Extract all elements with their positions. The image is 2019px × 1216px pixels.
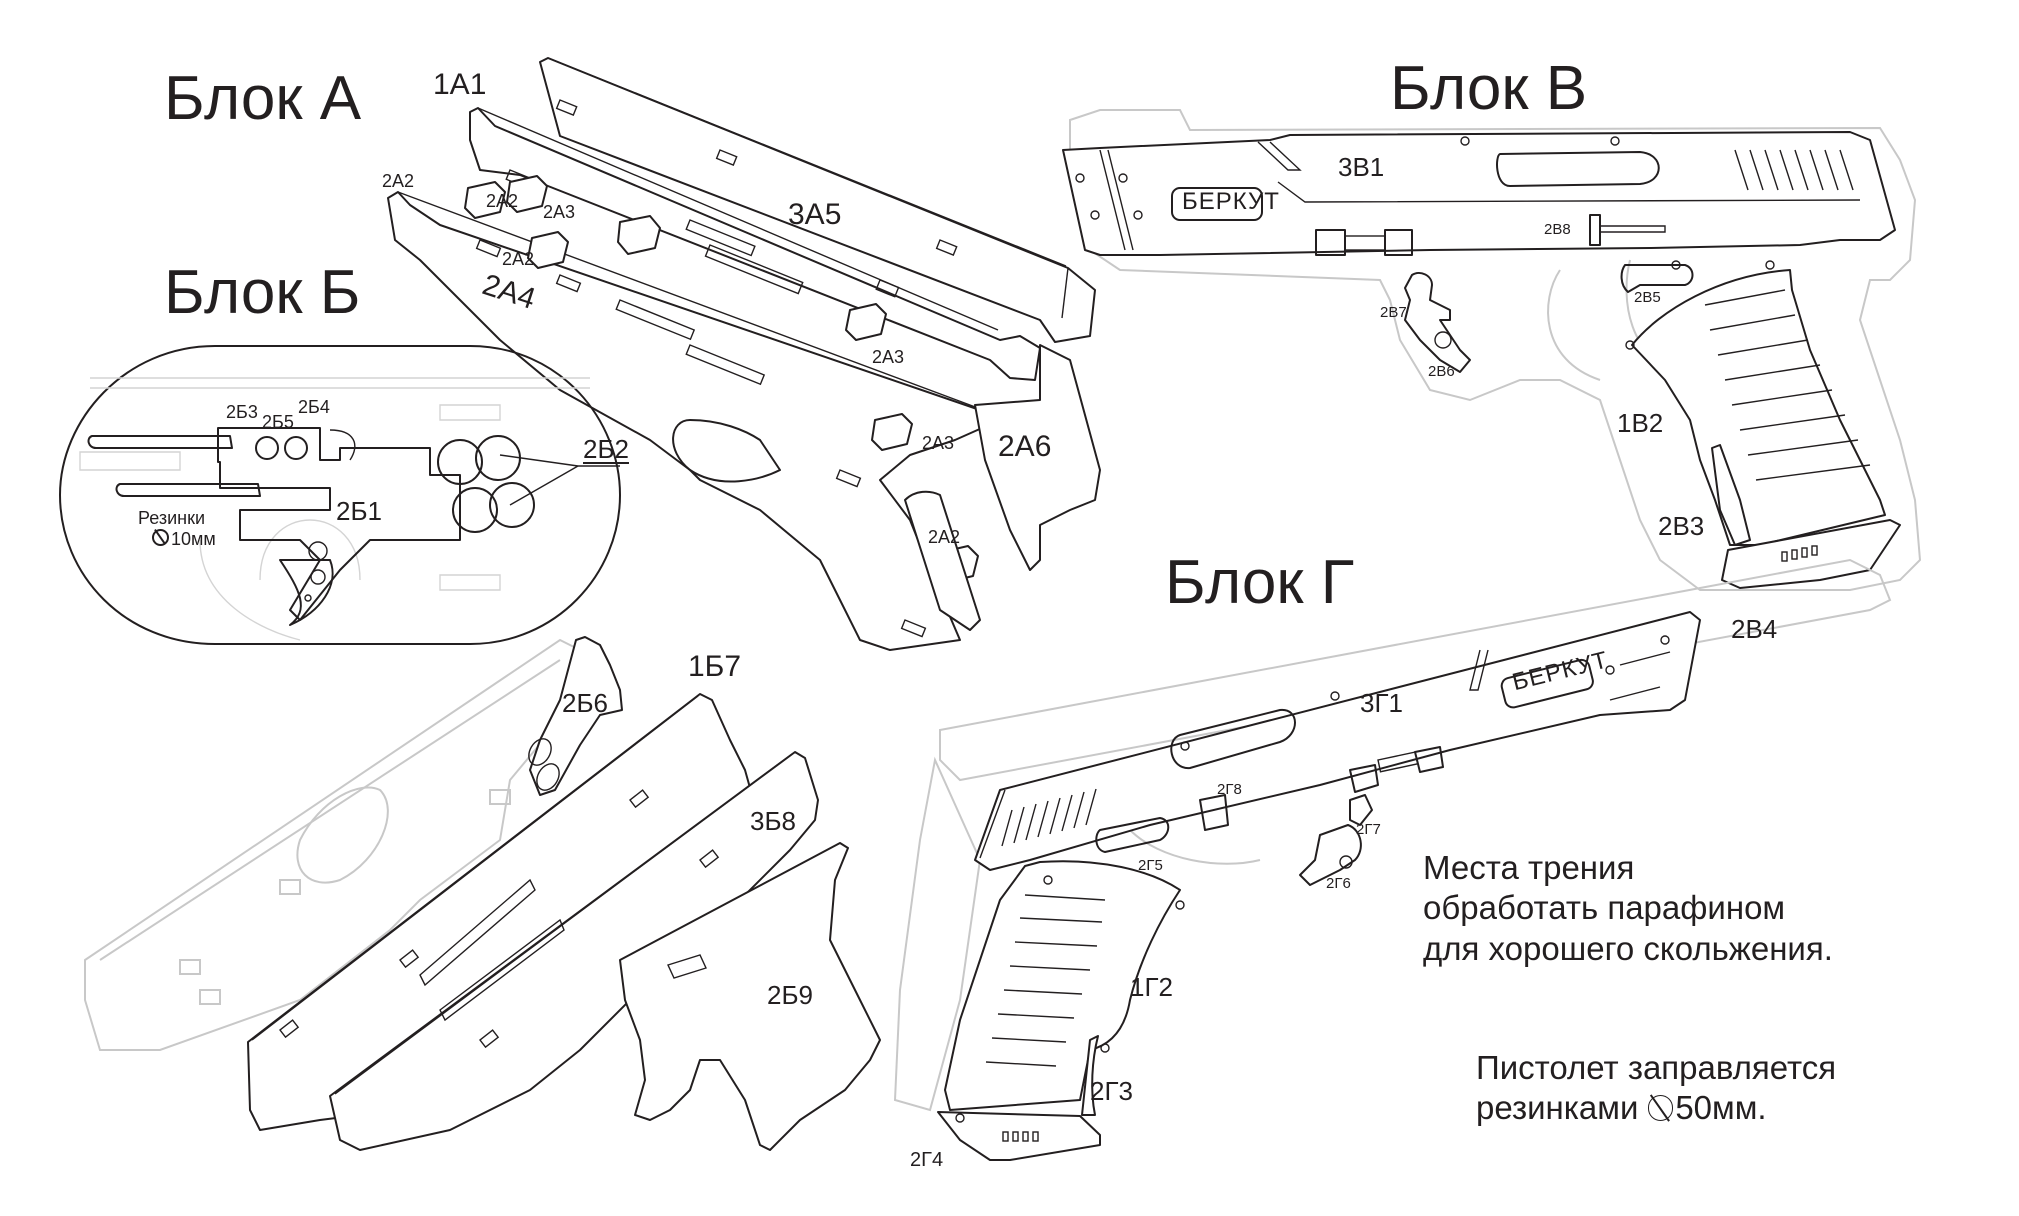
part-2b9-panel: [619, 842, 881, 1151]
grip-ribs-v: [1704, 289, 1871, 481]
part-label-2b5: 2Б5: [262, 412, 294, 432]
part-label-2a3: 2А3: [543, 202, 576, 222]
part-label-3b8: 3Б8: [750, 806, 796, 836]
block-b-drawing: [84, 636, 881, 1151]
part-label-2v7: 2В7: [1380, 304, 1407, 321]
slide-serrations-v: [1734, 149, 1854, 191]
rubber-band-note-line2: 10мм: [138, 528, 216, 550]
part-label-2g4: 2Г4: [910, 1149, 944, 1171]
part-label-2b9: 2Б9: [767, 980, 813, 1010]
block-a-title: Блок А: [164, 64, 362, 133]
part-label-2b2: 2Б2: [583, 434, 629, 464]
rubber-band-note-line1: Резинки: [138, 508, 206, 528]
rubber-band-size: 10мм: [170, 528, 216, 549]
part-label-2g7: 2Г7: [1356, 821, 1381, 838]
part-label-1b7: 1Б7: [688, 650, 742, 683]
loading-note-size: 50мм.: [1675, 1089, 1767, 1127]
part-label-2a2: 2А2: [502, 249, 535, 269]
part-2g4: [937, 1111, 1101, 1161]
diameter-icon: [152, 528, 169, 546]
slide-serrations-g: [1001, 788, 1097, 847]
part-label-2a2: 2А2: [928, 527, 961, 547]
part-label-1v2: 1В2: [1617, 408, 1664, 438]
part-label-2g5: 2Г5: [1138, 857, 1163, 874]
part-label-2v3: 2В3: [1658, 511, 1705, 541]
friction-note-line2: обработать парафином: [1423, 889, 1786, 927]
part-label-2v4: 2В4: [1731, 614, 1778, 644]
part-label-2g3: 2Г3: [1090, 1076, 1133, 1106]
part-label-1g2: 1Г2: [1130, 972, 1173, 1002]
part-label-2b3: 2Б3: [226, 402, 258, 422]
loading-note-line1: Пистолет заправляется: [1476, 1049, 1837, 1086]
block-b-title: Блок Б: [164, 258, 361, 327]
part-label-2v8: 2В8: [1544, 221, 1571, 238]
loading-note-line2: резинками 50мм.: [1476, 1088, 1836, 1128]
part-label-2a6: 2А6: [998, 430, 1052, 463]
block-a-drawing: [387, 57, 1101, 651]
spacer-blocks-a: [464, 175, 979, 583]
block-v-drawing: [1062, 109, 1922, 591]
part-2v7: [1404, 272, 1471, 373]
loading-note: Пистолет заправляется резинками 50мм.: [1476, 1048, 1836, 1129]
part-label-2a2: 2А2: [382, 171, 415, 191]
grip-ribs-g: [985, 894, 1106, 1067]
logo-badge-v: [1171, 187, 1263, 221]
block-g-drawing: [893, 558, 1892, 1161]
block-b-detail-oval: [59, 345, 621, 645]
part-label-2g6: 2Г6: [1326, 875, 1351, 892]
part-label-1a1: 1А1: [433, 68, 487, 101]
part-label-2v5: 2В5: [1634, 289, 1661, 306]
part-3a5-panel: [469, 107, 1041, 381]
logo-text-v: БЕРКУТ: [1182, 188, 1280, 215]
part-label-2a3: 2А3: [922, 433, 955, 453]
loading-note-prefix: резинками: [1476, 1089, 1639, 1127]
part-label-2v6: 2В6: [1428, 363, 1455, 380]
part-2v4: [1721, 519, 1901, 589]
part-label-3a5: 3А5: [788, 198, 842, 231]
part-label-2g8: 2Г8: [1217, 781, 1242, 798]
part-label-3g1: 3Г1: [1360, 688, 1403, 718]
part-label-3v1: 3В1: [1338, 152, 1385, 182]
part-3g1-panel: [974, 611, 1701, 871]
block-g-title: Блок Г: [1165, 548, 1355, 617]
diameter-icon: [1647, 1095, 1674, 1121]
rubber-band-note: Резинки 10мм: [138, 508, 216, 549]
friction-note-line1: Места трения: [1423, 849, 1635, 886]
part-label-2b6: 2Б6: [562, 688, 608, 718]
block-v-title: Блок В: [1390, 54, 1588, 123]
part-label-2a2: 2А2: [486, 191, 519, 211]
part-2a6-panel: [974, 344, 1101, 571]
part-label-2b4: 2Б4: [298, 397, 330, 417]
part-label-2b1: 2Б1: [336, 496, 382, 526]
part-label-2a3: 2А3: [872, 347, 905, 367]
part-3v1-panel: [1062, 131, 1896, 256]
friction-note-line3: для хорошего скольжения.: [1423, 929, 1833, 967]
friction-note: Места трения обработать парафином для хо…: [1423, 848, 1833, 969]
part-2b6: [529, 636, 623, 796]
logo-badge-g: [1500, 658, 1594, 709]
part-1v2-grip: [1631, 269, 1886, 546]
